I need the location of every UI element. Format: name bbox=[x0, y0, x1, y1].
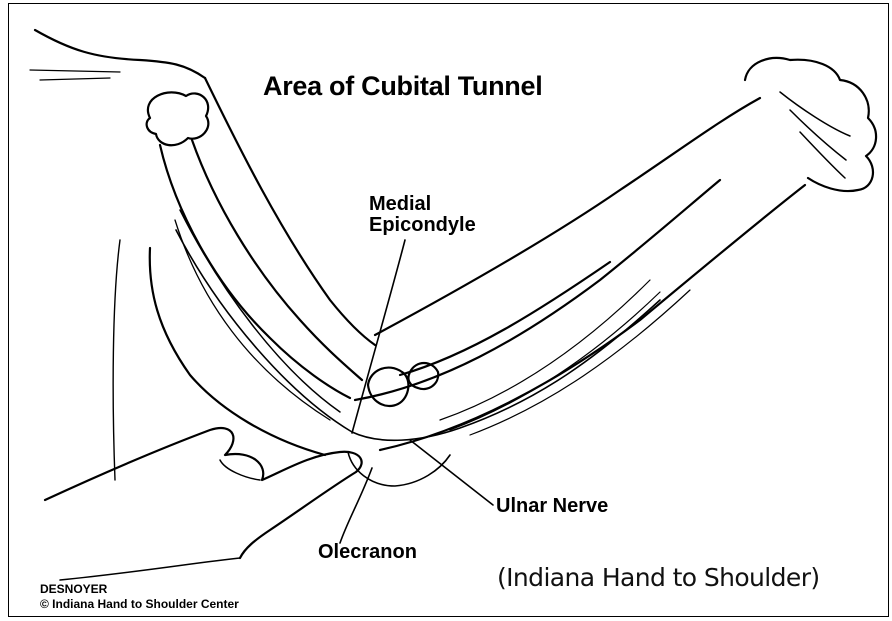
olecranon-bump bbox=[348, 452, 450, 486]
ulnar-nerve-path bbox=[176, 230, 660, 440]
elbow-condyle bbox=[368, 368, 408, 406]
radius-bone bbox=[400, 262, 610, 375]
source-note: (Indiana Hand to Shoulder) bbox=[497, 563, 820, 592]
copyright-credit: © Indiana Hand to Shoulder Center bbox=[40, 598, 239, 611]
upper-arm-top-skin bbox=[205, 78, 375, 345]
humerus-shaft-bottom bbox=[160, 145, 350, 398]
medial-epicondyle-line2: Epicondyle bbox=[369, 215, 476, 236]
humerus-head bbox=[147, 92, 209, 145]
medial-epicondyle-line1: Medial bbox=[369, 194, 476, 215]
ulnar-nerve-label: Ulnar Nerve bbox=[496, 496, 608, 517]
figure-title: Area of Cubital Tunnel bbox=[263, 72, 542, 100]
chest-hatching bbox=[30, 70, 120, 80]
artist-credit: DESNOYER bbox=[40, 583, 107, 596]
upper-arm-bottom-skin bbox=[150, 248, 325, 455]
ulnar-nerve-leader bbox=[410, 440, 493, 505]
olecranon-label: Olecranon bbox=[318, 542, 417, 563]
triceps-muscle-line bbox=[180, 210, 340, 412]
examiner-finger-lines bbox=[60, 460, 260, 580]
armpit-line bbox=[113, 240, 120, 480]
finger-lines bbox=[780, 92, 850, 178]
medial-epicondyle-label: Medial Epicondyle bbox=[369, 194, 476, 236]
fist-outline bbox=[745, 58, 876, 191]
examiner-hand-outline bbox=[45, 428, 362, 558]
